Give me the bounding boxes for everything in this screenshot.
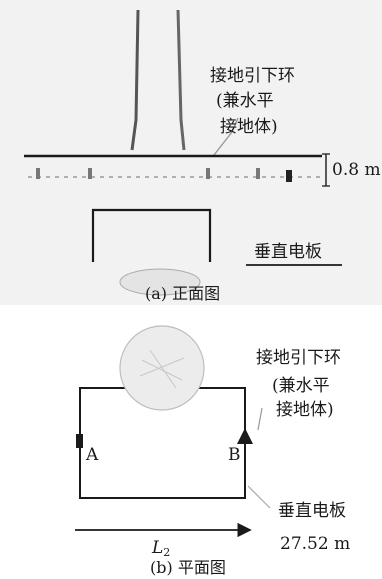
point-b-label: B	[228, 445, 241, 465]
caption-plan-view: (b) 平面图	[150, 558, 226, 577]
vertical-plate-frame	[91, 208, 212, 262]
ring-note-line-1: (兼水平	[272, 376, 330, 396]
tower-leg-left	[130, 9, 140, 151]
plate-label: 垂直电板	[254, 242, 322, 262]
ring-note-line-2: 接地体)	[220, 117, 278, 137]
point-a-label: A	[86, 445, 99, 465]
front-view-drawing	[24, 9, 342, 296]
ring-label: 接地引下环	[210, 66, 295, 86]
ring-note-line-2: 接地体)	[276, 400, 334, 420]
tower-leg-right	[176, 9, 186, 151]
plan-view-panel: 接地引下环 (兼水平 接地体) A B 垂直电板 L2 27.52 m (b) …	[0, 318, 382, 579]
ring-label: 接地引下环	[256, 348, 341, 368]
plate-label: 垂直电板	[278, 501, 346, 521]
depth-label: 0.8 m	[332, 160, 381, 180]
plan-view-drawing	[75, 325, 271, 538]
point-a-marker	[76, 434, 83, 448]
front-view-panel: 接地引下环 (兼水平 接地体) 0.8 m 垂直电板 (a) 正面图	[0, 0, 382, 305]
length-symbol-subscript: 2	[163, 546, 171, 559]
length-symbol-letter: L	[152, 538, 164, 558]
ring-leader-line	[213, 117, 239, 156]
length-symbol: L2	[152, 538, 170, 563]
caption-front-view: (a) 正面图	[145, 284, 221, 303]
conductor-posts	[36, 168, 292, 182]
ring-note-line-1: (兼水平	[216, 91, 274, 111]
length-value-label: 27.52 m	[280, 534, 351, 554]
foundation-shape	[119, 268, 201, 296]
